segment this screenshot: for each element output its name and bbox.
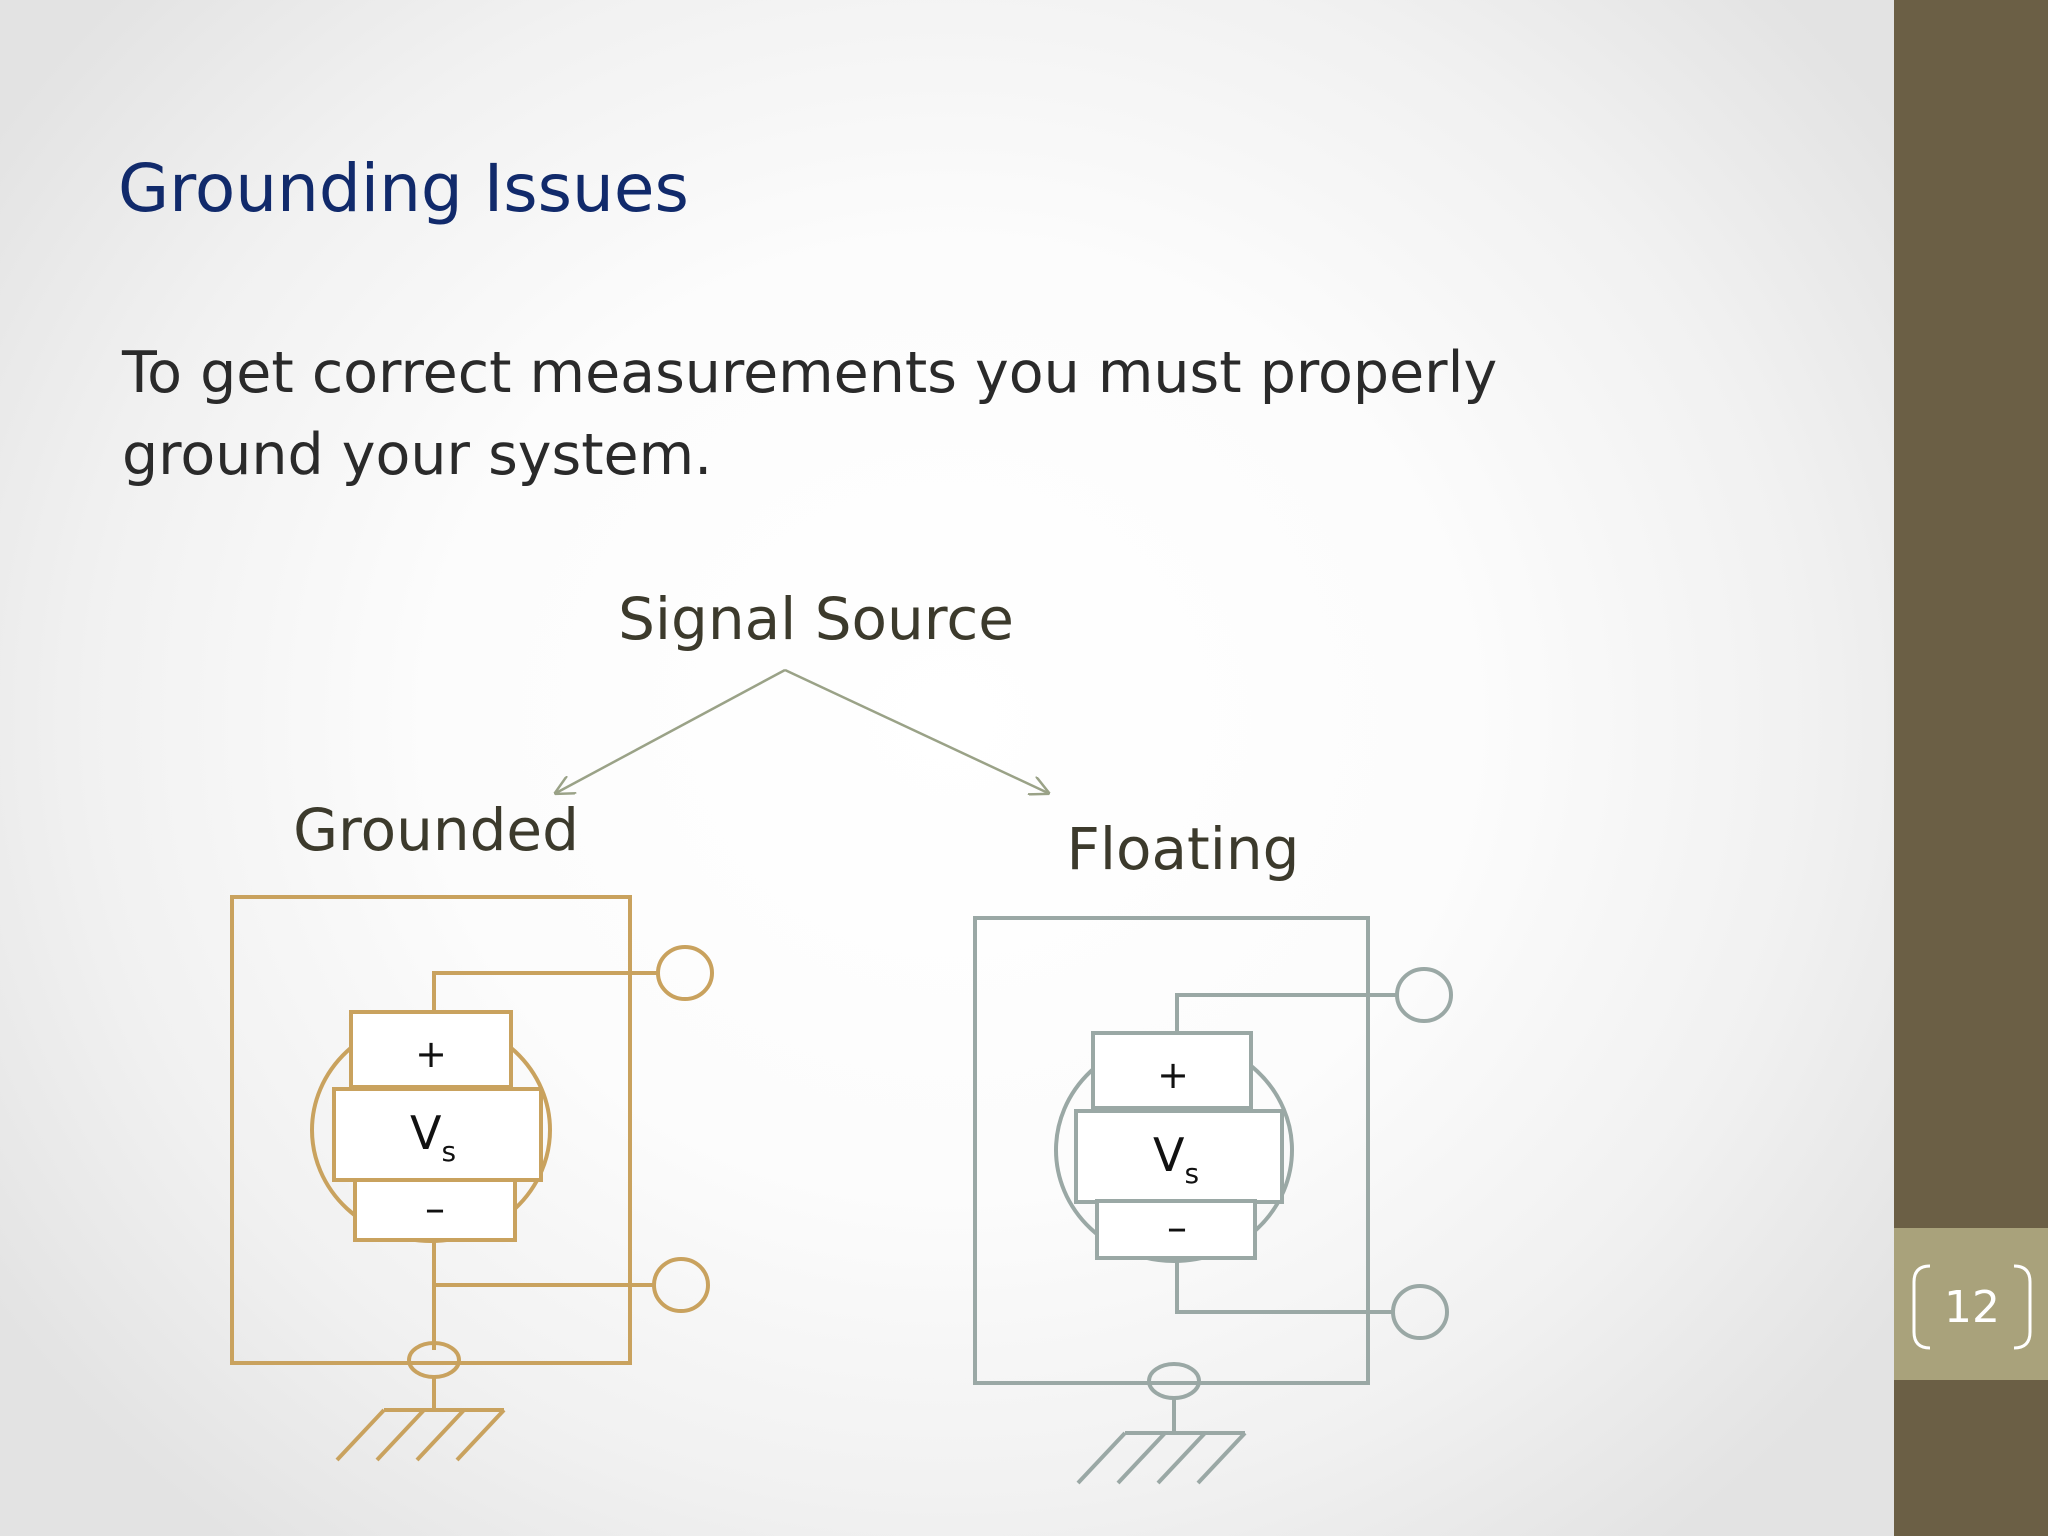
grounded-enclosure	[230, 895, 632, 1365]
floating-plus-box	[1091, 1031, 1253, 1110]
grounded-minus-sign: –	[425, 1186, 445, 1232]
grounded-circuit	[230, 895, 714, 1462]
page-number: 12	[1910, 1262, 2034, 1352]
floating-label: Floating	[1067, 815, 1300, 883]
floating-top-lead	[1175, 993, 1398, 1033]
page-number-tab	[1894, 1228, 2048, 1380]
page-number-brackets	[1912, 1264, 2032, 1350]
grounded-plus-sign: +	[415, 1032, 447, 1076]
floating-bottom-lead	[1175, 1258, 1394, 1314]
grounded-top-lead	[432, 971, 659, 1012]
floating-source-label: Vs	[1153, 1128, 1199, 1190]
page-number-text: 12	[1944, 1281, 2000, 1333]
floating-circuit	[973, 916, 1453, 1485]
grounded-plus-box	[349, 1010, 513, 1089]
floating-vs-box	[1074, 1109, 1284, 1204]
grounded-vs-box	[332, 1087, 543, 1182]
grounded-label: Grounded	[293, 796, 579, 864]
floating-minus-sign: –	[1167, 1205, 1187, 1251]
signal-source-label: Signal Source	[618, 585, 1014, 653]
arrow-to-floating	[784, 668, 1048, 793]
floating-plus-sign: +	[1157, 1053, 1189, 1097]
grounded-source-label: Vs	[410, 1106, 456, 1168]
arrow-to-grounded	[556, 668, 786, 793]
grounded-minus-box	[353, 1178, 517, 1242]
body-text: To get correct measurements you must pro…	[122, 340, 1498, 488]
grounded-source-boxes	[332, 1010, 543, 1242]
floating-top-terminal	[1395, 967, 1453, 1023]
floating-minus-box	[1095, 1199, 1257, 1260]
floating-source-boxes	[1074, 1031, 1284, 1260]
floating-enclosure	[973, 916, 1370, 1385]
grounded-top-terminal	[656, 945, 714, 1001]
slide-title: Grounding Issues	[118, 150, 689, 227]
grounded-bottom-terminal	[652, 1257, 710, 1313]
signal-source-diagram: Signal Source Grounded Floating	[230, 585, 1453, 1485]
floating-bottom-terminal	[1391, 1284, 1449, 1340]
